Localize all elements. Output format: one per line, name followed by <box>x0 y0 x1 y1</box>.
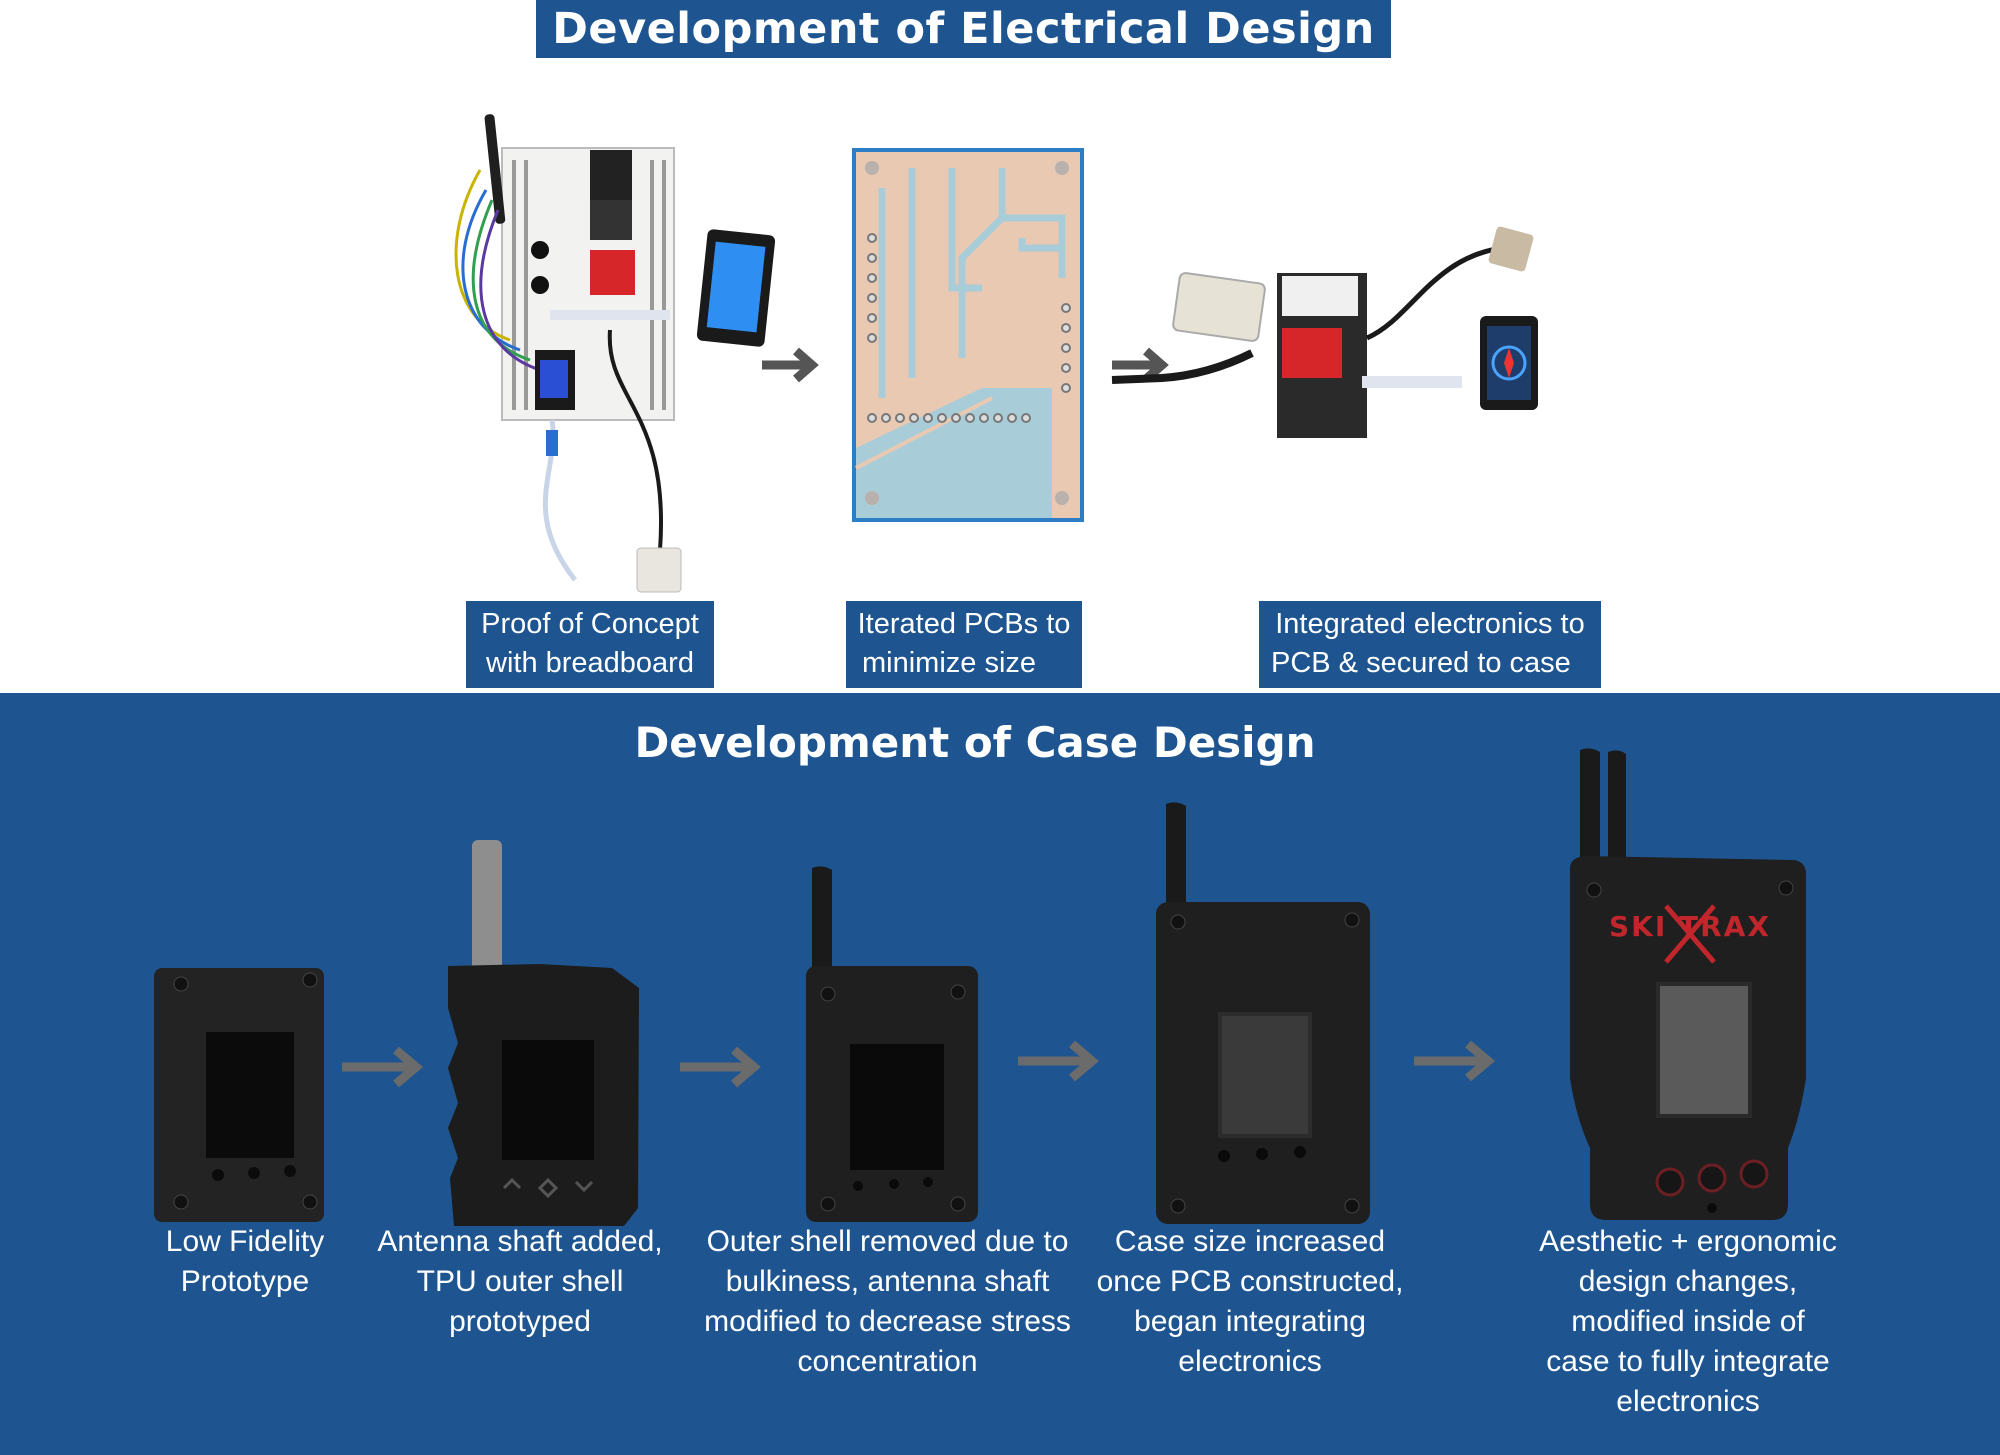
electrical-caption-2-line2: minimize size <box>862 647 1037 679</box>
electrical-caption-1-line2: with breadboard <box>486 647 694 679</box>
case-prototype-1 <box>154 968 324 1222</box>
case-caption-3-line2: bulkiness, antenna shaft <box>725 1265 1050 1298</box>
breadboard-photo <box>454 114 776 593</box>
electrical-caption-1-line1: Proof of Concept <box>481 608 699 640</box>
pcb-photo <box>852 148 1084 522</box>
case-title: Development of Case Design <box>634 718 1316 767</box>
electrical-caption-2-line1: Iterated PCBs to <box>857 608 1071 640</box>
case-caption-3: Outer shell removed due to bulkiness, an… <box>695 1222 1080 1382</box>
electrical-caption-3: Integrated electronics to PCB & secured … <box>1259 601 1601 688</box>
case-arrow-1 <box>342 1046 423 1088</box>
case-caption-2: Antenna shaft added, TPU outer shell pro… <box>370 1222 670 1342</box>
case-caption-3-line1: Outer shell removed due to <box>706 1225 1069 1258</box>
case-caption-1: Low Fidelity Prototype <box>130 1222 360 1302</box>
case-prototype-5: SKI TRAX <box>1570 748 1806 1220</box>
case-caption-4-line1: Case size increased <box>1114 1225 1386 1258</box>
case-caption-1-line1: Low Fidelity <box>165 1225 325 1258</box>
case-caption-2-line2: TPU outer shell <box>416 1265 624 1298</box>
case-caption-5-line1: Aesthetic + ergonomic <box>1539 1225 1837 1258</box>
case-caption-3-line4: concentration <box>797 1345 978 1378</box>
case-caption-5: Aesthetic + ergonomic design changes, mo… <box>1518 1222 1858 1422</box>
electrical-caption-3-line1: Integrated electronics to <box>1275 608 1585 640</box>
case-caption-5-line4: case to fully integrate <box>1546 1345 1830 1378</box>
integrated-electronics-photo <box>1111 226 1538 438</box>
case-caption-2-line3: prototyped <box>449 1305 591 1338</box>
case-arrow-2 <box>680 1046 761 1088</box>
logo-ski-trax: SKI TRAX <box>1609 910 1771 943</box>
case-prototype-2 <box>448 840 639 1226</box>
case-caption-1-line2: Prototype <box>180 1265 310 1298</box>
case-caption-5-line2: design changes, <box>1578 1265 1798 1298</box>
case-caption-4: Case size increased once PCB constructed… <box>1090 1222 1410 1382</box>
electrical-arrow-2 <box>1112 347 1169 383</box>
case-caption-5-line3: modified inside of <box>1571 1305 1805 1338</box>
case-caption-3-line3: modified to decrease stress <box>704 1305 1071 1338</box>
case-arrow-4 <box>1414 1040 1495 1082</box>
electrical-caption-3-line2: PCB & secured to case <box>1271 647 1571 679</box>
electrical-caption-1: Proof of Concept with breadboard <box>466 601 714 688</box>
case-prototype-3 <box>806 866 978 1222</box>
case-caption-5-line5: electronics <box>1616 1385 1760 1418</box>
case-prototype-4 <box>1156 802 1370 1224</box>
electrical-title: Development of Electrical Design <box>536 0 1391 58</box>
case-caption-2-line1: Antenna shaft added, <box>377 1225 663 1258</box>
case-caption-4-line4: electronics <box>1178 1345 1322 1378</box>
case-caption-4-line3: began integrating <box>1134 1305 1366 1338</box>
electrical-caption-2: Iterated PCBs to minimize size <box>846 601 1082 688</box>
electrical-arrow-1 <box>762 347 819 383</box>
case-caption-4-line2: once PCB constructed, <box>1096 1265 1404 1298</box>
case-arrow-3 <box>1018 1040 1099 1082</box>
